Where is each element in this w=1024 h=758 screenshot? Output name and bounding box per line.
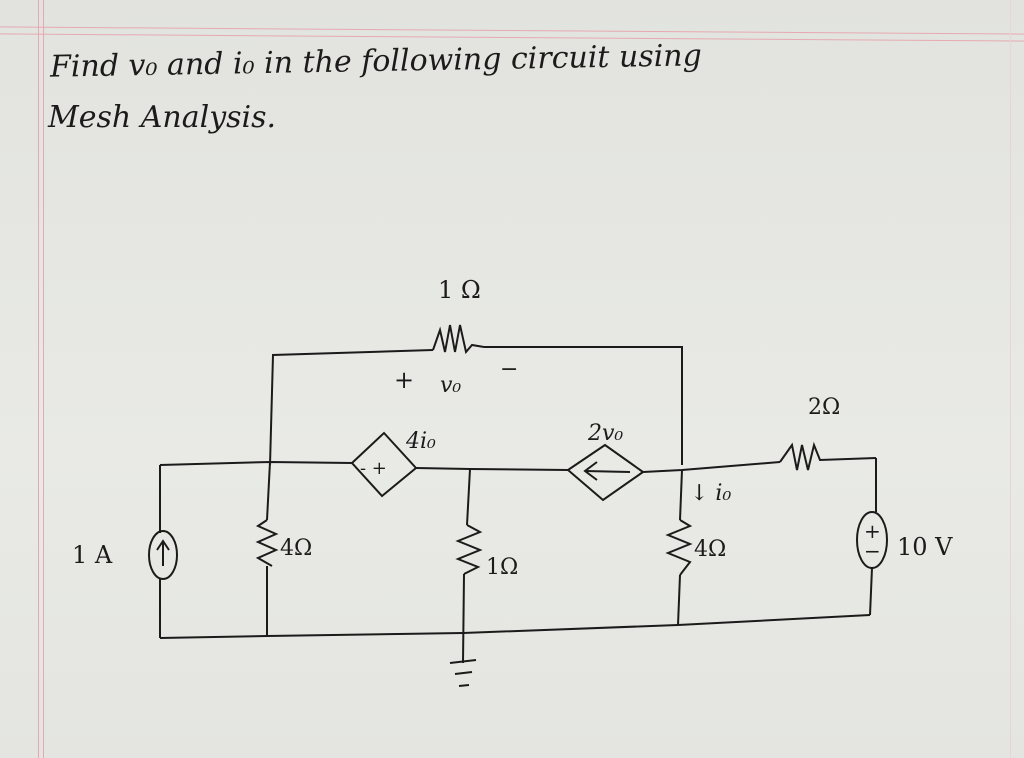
ground-icon bbox=[449, 659, 477, 687]
vo-label: v₀ bbox=[440, 373, 461, 398]
voltage-source-plus: + bbox=[864, 519, 881, 543]
middle-resistor-wire-bottom bbox=[462, 573, 465, 664]
middle-wire-center bbox=[415, 467, 569, 471]
dep-current-label: 2v₀ bbox=[587, 421, 623, 446]
current-source-label: 1 A bbox=[72, 541, 113, 569]
right-resistor-symbol bbox=[665, 519, 693, 576]
bottom-wire bbox=[159, 614, 871, 639]
faint-margin-line bbox=[1010, 0, 1011, 758]
dependent-voltage-source bbox=[350, 431, 418, 498]
question-line-2: Mesh Analysis. bbox=[48, 100, 277, 135]
series-resistor-label: 2Ω bbox=[808, 395, 840, 420]
io-current-label: ↓ i₀ bbox=[690, 481, 731, 506]
series-resistor-symbol bbox=[779, 441, 877, 471]
top-resistor-symbol bbox=[432, 324, 485, 355]
voltage-source-minus: − bbox=[864, 539, 881, 563]
dep-current-arrowhead bbox=[583, 461, 598, 481]
dependent-current-source bbox=[566, 443, 645, 502]
top-wire bbox=[269, 346, 683, 466]
vo-minus: − bbox=[500, 357, 518, 382]
right-resistor-wire-bottom bbox=[677, 574, 681, 626]
dep-voltage-polarity: - + bbox=[360, 458, 387, 479]
middle-wire-left bbox=[159, 460, 353, 466]
voltage-source-wire-bottom bbox=[869, 567, 873, 616]
top-resistor-label: 1 Ω bbox=[438, 276, 481, 304]
dep-current-arrow bbox=[584, 470, 631, 473]
voltage-source-label: 10 V bbox=[897, 533, 953, 561]
left-resistor-wire-top bbox=[266, 461, 271, 521]
left-resistor-symbol bbox=[255, 519, 279, 567]
right-resistor-label: 4Ω bbox=[694, 537, 726, 562]
current-source-circle bbox=[148, 530, 178, 580]
vo-plus: + bbox=[394, 366, 414, 394]
right-resistor-wire-top bbox=[679, 469, 683, 521]
left-resistor-label: 4Ω bbox=[280, 536, 312, 561]
middle-resistor-wire-top bbox=[466, 468, 471, 526]
up-arrowhead bbox=[156, 539, 170, 551]
dep-voltage-label: 4i₀ bbox=[405, 429, 436, 454]
middle-wire-right bbox=[642, 461, 781, 473]
margin-line-vertical bbox=[38, 0, 44, 758]
middle-resistor-label: 1Ω bbox=[486, 555, 518, 580]
middle-resistor-symbol bbox=[455, 524, 483, 575]
